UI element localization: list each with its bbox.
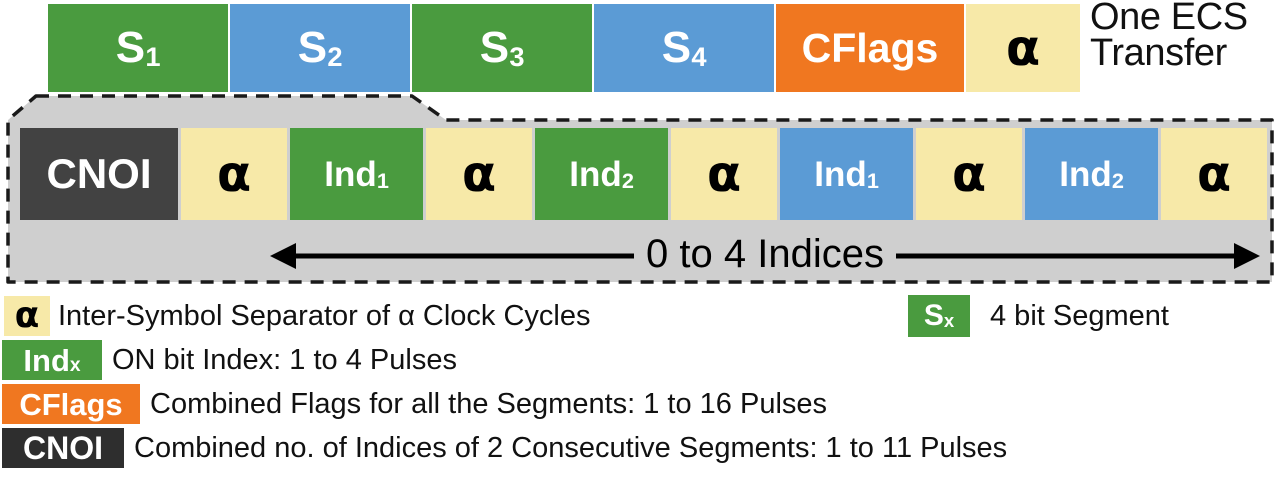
separator-block-alpha-1[interactable]: α <box>181 128 287 220</box>
ecs-annotation-line-2: Transfer <box>1090 32 1227 75</box>
legend-description-cnoi: Combined no. of Indices of 2 Consecutive… <box>134 432 1008 464</box>
index-subscript: 2 <box>621 167 634 193</box>
legend-swatch-alpha: α <box>4 296 50 336</box>
legend-description-cflags: Combined Flags for all the Segments: 1 t… <box>150 388 828 420</box>
indices-range-label: 0 to 4 Indices <box>270 228 1260 280</box>
index-subscript: 1 <box>376 167 389 193</box>
legend-swatch-label: CNOI <box>23 430 103 466</box>
index-label: Ind <box>814 154 867 194</box>
separator-block-alpha-2[interactable]: α <box>426 128 532 220</box>
indices-range-text: 0 to 4 Indices <box>634 232 896 276</box>
cnoi-block[interactable]: CNOI <box>20 128 178 220</box>
separator-block-alpha-3[interactable]: α <box>671 128 777 220</box>
cflags-block[interactable]: CFlags <box>776 4 964 92</box>
separator-block-alpha[interactable]: α <box>966 4 1080 92</box>
alpha-symbol: α <box>216 145 252 203</box>
index-label: Ind <box>569 154 622 194</box>
separator-block-alpha-5[interactable]: α <box>1161 128 1267 220</box>
ecs-annotation-line-1: One ECS <box>1090 0 1248 38</box>
legend-swatch-cflags: CFlags <box>2 384 140 424</box>
alpha-symbol: α <box>706 145 742 203</box>
segment-label: S <box>479 23 510 72</box>
legend-row-cflags: CFlags Combined Flags for all the Segmen… <box>0 384 1280 428</box>
indices-range-arrow: 0 to 4 Indices <box>270 230 1260 282</box>
alpha-symbol: α <box>1005 19 1041 77</box>
legend-swatch-label: CFlags <box>19 386 123 422</box>
legend-swatch-label: Ind <box>23 342 70 378</box>
legend-swatch-subscript: x <box>69 355 81 377</box>
legend-description-index: ON bit Index: 1 to 4 Pulses <box>112 344 457 376</box>
legend-swatch-label: α <box>14 295 40 336</box>
segment-label: S <box>115 23 146 72</box>
legend-row-separator: α Inter-Symbol Separator of α Clock Cycl… <box>0 295 1280 340</box>
index-label: Ind <box>1059 154 1112 194</box>
segment-subscript: 4 <box>691 40 707 72</box>
separator-block-alpha-4[interactable]: α <box>916 128 1022 220</box>
segment-subscript: 2 <box>327 40 343 72</box>
index-subscript: 1 <box>866 167 879 193</box>
arrow-head-right <box>1234 243 1260 269</box>
alpha-symbol: α <box>951 145 987 203</box>
index-label: Ind <box>324 154 377 194</box>
legend-description-segment: 4 bit Segment <box>990 300 1169 332</box>
alpha-symbol: α <box>1196 145 1232 203</box>
segment-subscript: 3 <box>509 40 525 72</box>
legend-description-alpha: Inter-Symbol Separator of α Clock Cycles <box>58 300 591 332</box>
index-subscript: 2 <box>1111 167 1124 193</box>
alpha-symbol: α <box>461 145 497 203</box>
cflags-label: CFlags <box>801 24 939 71</box>
ecs-transfer-annotation: One ECS Transfer <box>1090 0 1280 75</box>
legend-swatch-label: S <box>923 299 944 332</box>
cnoi-label: CNOI <box>46 150 152 197</box>
legend-swatch-subscript: x <box>943 310 955 332</box>
arrow-head-left <box>270 243 296 269</box>
segment-subscript: 1 <box>145 40 161 72</box>
legend-swatch-cnoi: CNOI <box>2 428 124 468</box>
segment-label: S <box>661 23 692 72</box>
segment-label: S <box>297 23 328 72</box>
legend-row-cnoi: CNOI Combined no. of Indices of 2 Consec… <box>0 428 1280 472</box>
